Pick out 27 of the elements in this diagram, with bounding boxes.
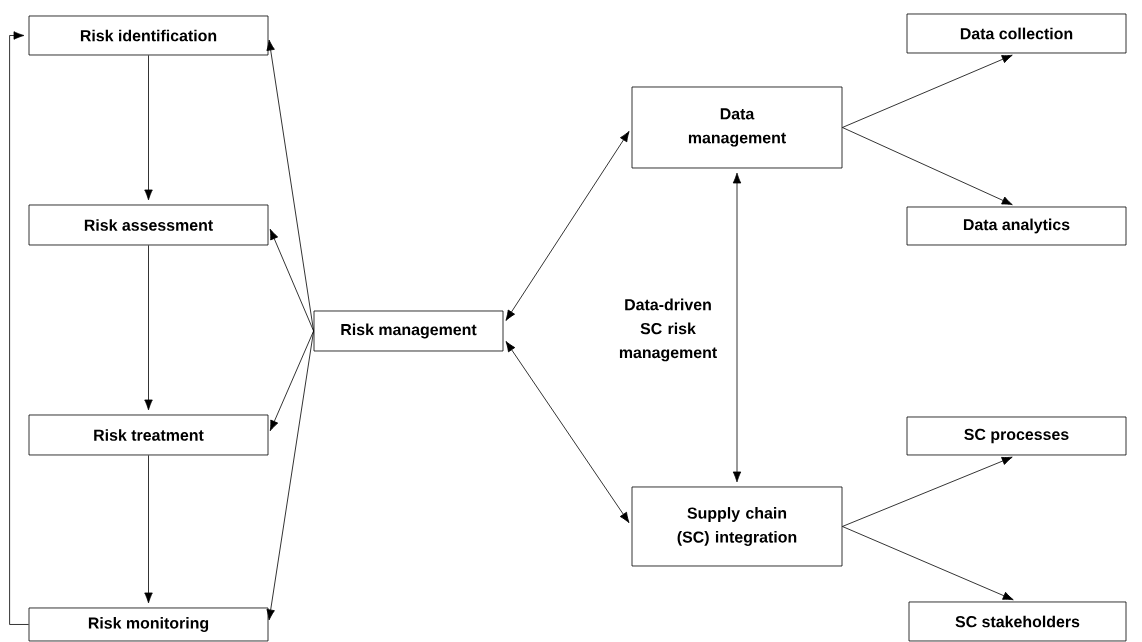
arrow: [842, 526, 1014, 601]
arrow: [842, 127, 1013, 206]
process-box: Risk monitoring: [28, 607, 269, 642]
process-box: Risk management: [313, 310, 504, 352]
process-box: Risk treatment: [28, 414, 269, 456]
arrow: [9, 31, 29, 625]
process-box: Risk identification: [28, 15, 269, 56]
process-box: SC stakeholders: [908, 601, 1127, 642]
diagram-label: Data-driven SC risk management: [619, 298, 717, 362]
arrow: [269, 330, 314, 432]
arrow: [842, 456, 1013, 527]
process-box: Supply chain (SC) integration: [631, 486, 843, 567]
arrow: [505, 131, 630, 321]
arrow: [842, 54, 1013, 128]
arrow: [269, 228, 314, 332]
process-box: Data management: [631, 86, 843, 169]
arrow: [266, 39, 314, 332]
arrow: [144, 55, 153, 201]
arrow: [732, 172, 742, 483]
arrow: [505, 341, 630, 524]
process-box: Data collection: [906, 13, 1127, 54]
process-box: SC processes: [906, 416, 1127, 456]
process-box: Risk assessment: [28, 204, 269, 246]
arrow: [144, 455, 153, 604]
arrow: [144, 245, 153, 411]
process-box: Data analytics: [906, 206, 1127, 246]
arrow: [266, 330, 314, 621]
